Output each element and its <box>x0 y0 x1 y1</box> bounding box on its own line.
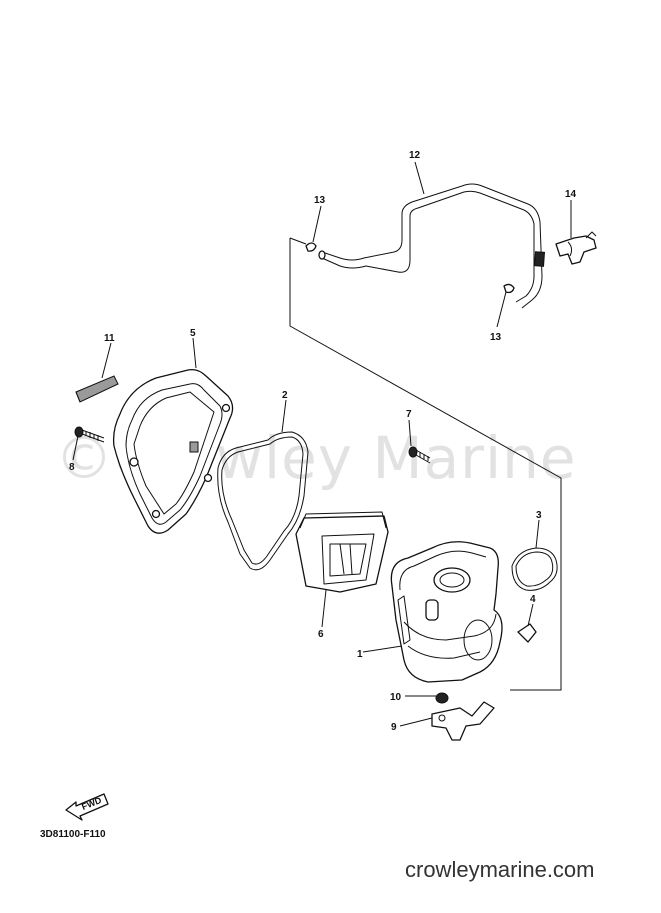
filter-element-part-6[interactable] <box>295 511 389 593</box>
callout-11: 11 <box>104 333 115 344</box>
callout-14: 14 <box>565 189 577 200</box>
callout-13-lower: 13 <box>490 332 502 343</box>
assembly-frame-lines <box>289 237 562 691</box>
callout-8: 8 <box>69 462 75 473</box>
callout-10: 10 <box>390 692 402 703</box>
callout-12: 12 <box>409 150 421 161</box>
clamp-bracket-part-14[interactable] <box>555 231 597 265</box>
leader-lines <box>72 161 572 727</box>
gasket-part-2[interactable] <box>217 431 309 571</box>
fwd-arrow-icon: FWD <box>65 793 109 821</box>
air-filter-case-part-1[interactable] <box>390 541 503 683</box>
screw-part-8[interactable] <box>74 426 105 443</box>
footer-site-name[interactable]: crowleymarine.com <box>405 857 595 882</box>
callout-5: 5 <box>190 328 196 339</box>
callout-13-upper: 13 <box>314 195 326 206</box>
seal-part-3[interactable] <box>511 547 558 591</box>
callout-2: 2 <box>282 390 288 401</box>
grommet-part-10[interactable] <box>435 692 449 704</box>
hose-clip-part-13-upper[interactable] <box>305 242 317 252</box>
callout-7: 7 <box>406 409 412 420</box>
hose-clip-part-13-lower[interactable] <box>503 283 515 294</box>
clip-part-4[interactable] <box>517 623 537 643</box>
bracket-part-9[interactable] <box>431 701 495 741</box>
screw-part-7[interactable] <box>408 446 431 464</box>
diagram-code: 3D81100-F110 <box>40 829 106 840</box>
callout-4: 4 <box>530 594 536 605</box>
callout-6: 6 <box>318 629 324 640</box>
pad-part-11[interactable] <box>75 375 119 403</box>
case-cover-part-5[interactable] <box>112 368 234 534</box>
breather-hose-part-12[interactable] <box>318 183 546 309</box>
callout-3: 3 <box>536 510 542 521</box>
callout-9: 9 <box>391 722 397 733</box>
callout-labels: 1 2 3 4 5 6 7 8 9 10 11 12 13 13 14 <box>69 150 577 733</box>
callout-1: 1 <box>357 649 363 660</box>
